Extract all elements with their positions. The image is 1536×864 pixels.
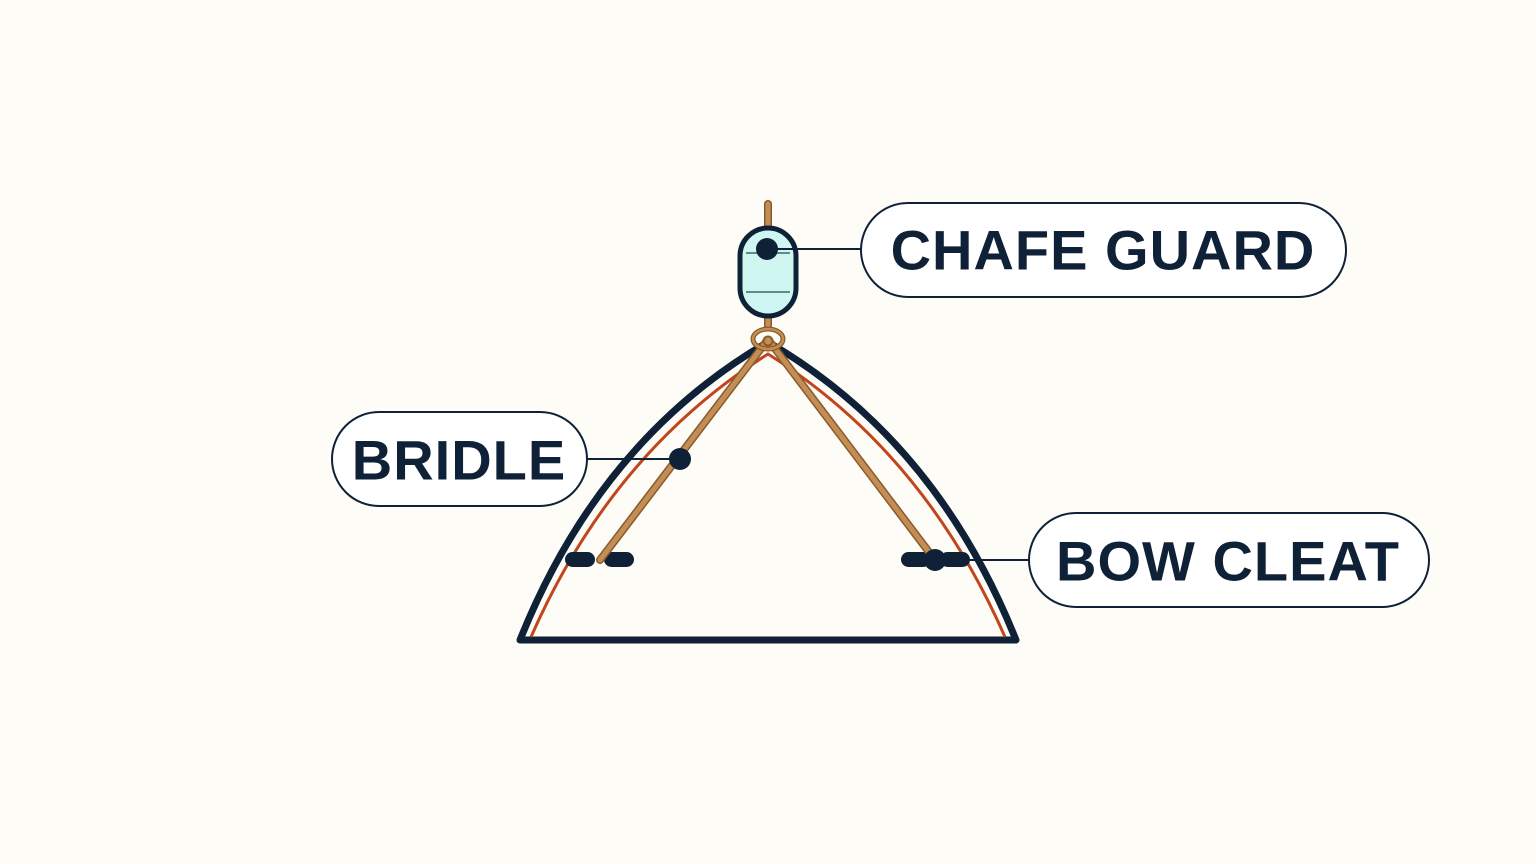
label-pill-chafe-guard <box>860 202 1347 298</box>
label-chafe-guard: CHAFE GUARD <box>860 202 1347 298</box>
boat-hull <box>516 338 1020 644</box>
anchor-dot-bow-cleat <box>924 549 946 571</box>
bridle-knot <box>750 326 786 352</box>
label-pill-bridle <box>331 411 588 507</box>
anchor-dots <box>669 238 946 571</box>
hull-outline <box>516 338 1020 644</box>
port-cleat-right <box>604 552 634 567</box>
hull-inner-line <box>529 352 1007 638</box>
bridle-leg-starboard <box>767 339 938 563</box>
anchor-dot-bridle <box>669 448 691 470</box>
label-text-bow-cleat: BOW CLEAT <box>1056 530 1400 593</box>
port-cleat-left <box>565 552 595 567</box>
label-bridle: BRIDLE <box>331 411 588 507</box>
leader-lines <box>587 248 1029 561</box>
label-text-bridle: BRIDLE <box>352 429 566 492</box>
knot-ring-inner <box>751 327 785 351</box>
knot-center <box>762 335 774 347</box>
starboard-cleat-left <box>901 552 931 567</box>
label-pill-bow-cleat <box>1028 512 1430 608</box>
label-bow-cleat: BOW CLEAT <box>1028 512 1430 608</box>
anchor-dot-chafe-guard <box>756 238 778 260</box>
label-text-chafe-guard: CHAFE GUARD <box>891 219 1316 282</box>
